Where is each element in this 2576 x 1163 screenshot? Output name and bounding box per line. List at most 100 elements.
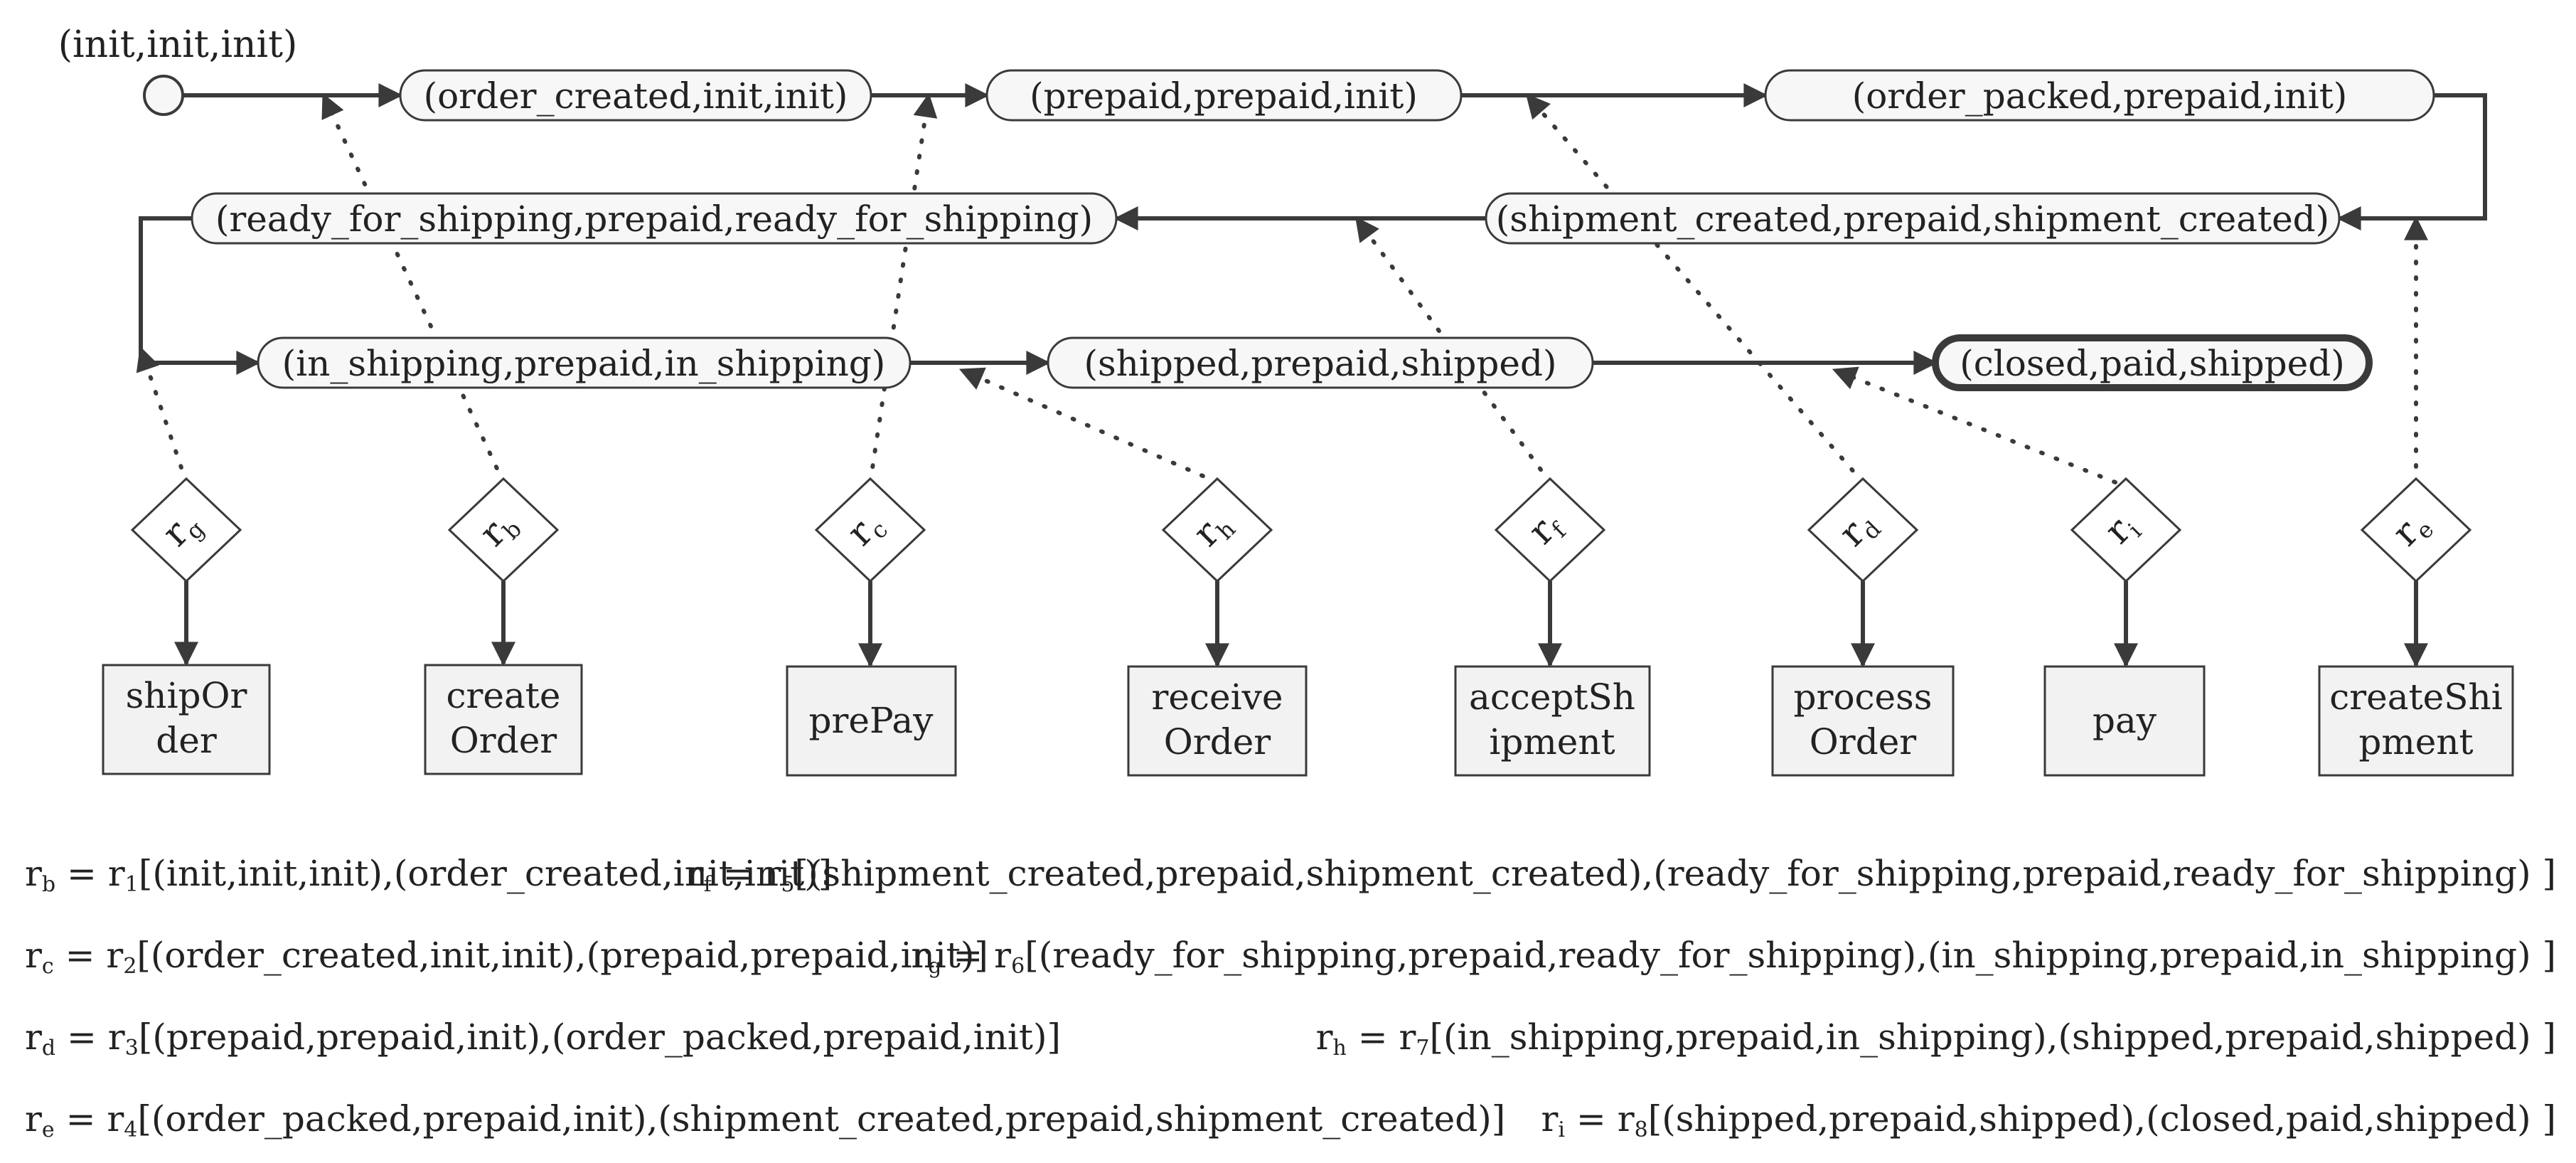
state-in-shipping-label: (in_shipping,prepaid,in_shipping): [282, 343, 886, 384]
definition-equals: = r: [55, 853, 125, 894]
rule-links: [136, 92, 2428, 484]
rule-definitions: rb = r1[(init,init,init),(order_created,…: [25, 853, 2556, 1142]
definition-lhs-subscript: b: [42, 872, 55, 897]
definition-lhs-subscript: f: [704, 872, 713, 897]
rule-diamond-b: rb: [447, 477, 560, 583]
rule-definition-f: rf = r5[(shipment_created,prepaid,shipme…: [687, 853, 2556, 897]
state-shipment-created: (shipment_created,prepaid,shipment_creat…: [1485, 192, 2341, 245]
definition-body: [(ready_for_shipping,prepaid,ready_for_s…: [1025, 935, 2556, 976]
definition-lhs-subscript: c: [42, 954, 54, 979]
definition-equals: = r: [1347, 1016, 1416, 1058]
definition-body: [(prepaid,prepaid,init),(order_packed,pr…: [139, 1016, 1061, 1058]
rule-definition-d: rd = r3[(prepaid,prepaid,init),(order_pa…: [25, 1016, 1061, 1061]
service-label-line: acceptSh: [1469, 676, 1635, 718]
rules-and-services: rg shipOr der rb create Order rc prePay: [102, 477, 2514, 777]
state-prepaid-label: (prepaid,prepaid,init): [1030, 75, 1418, 117]
definition-equals: = r: [55, 1098, 124, 1140]
service-label-line: der: [156, 720, 217, 761]
state-closed-label: (closed,paid,shipped): [1960, 343, 2344, 384]
rule-definition-h: rh = r7[(in_shipping,prepaid,in_shipping…: [1316, 1016, 2556, 1061]
service-pay: pay: [2043, 665, 2206, 777]
service-acceptshipment: acceptSh ipment: [1454, 665, 1651, 777]
service-label-line: pay: [2093, 700, 2157, 741]
definition-body: [(init,init,init),(order_created,init,in…: [139, 853, 832, 894]
definition-lhs-subscript: e: [42, 1117, 55, 1142]
service-label-line: ipment: [1489, 721, 1615, 763]
service-processorder: process Order: [1771, 665, 1955, 777]
definition-lhs-subscript: i: [1558, 1117, 1565, 1142]
definition-lhs-subscript: g: [928, 954, 941, 979]
definition-rule-index: 4: [124, 1117, 137, 1142]
service-label-line: Order: [1164, 721, 1271, 763]
rule-link-h: [958, 367, 1219, 484]
definition-lhs: r: [1541, 1098, 1559, 1140]
definition-rule-index: 2: [123, 954, 137, 979]
service-prepay: prePay: [786, 665, 957, 777]
rule-definition-c: rc = r2[(order_created,init,init),(prepa…: [25, 935, 988, 979]
rule-link-c: [868, 92, 938, 484]
transition-ready-to-in-shipping: [139, 216, 261, 375]
state-in-shipping: (in_shipping,prepaid,in_shipping): [257, 336, 912, 389]
service-label-line: create: [447, 675, 561, 716]
definition-lhs: r: [25, 853, 42, 894]
state-order-created-label: (order_created,init,init): [424, 75, 848, 117]
definition-rule-index: 7: [1416, 1036, 1429, 1061]
transition-arrows: [139, 83, 2487, 375]
service-label-line: prePay: [809, 700, 934, 741]
rule-definition-g: rg = r6[(ready_for_shipping,prepaid,read…: [911, 935, 2556, 979]
rule-link-g: [136, 346, 188, 484]
service-label-line: Order: [450, 720, 557, 761]
state-closed-final: (closed,paid,shipped): [1932, 334, 2373, 391]
definition-rule-index: 1: [125, 872, 139, 897]
rule-diamond-c: rc: [814, 477, 926, 583]
definition-lhs: r: [911, 935, 928, 976]
state-nodes: (order_created,init,init) (prepaid,prepa…: [191, 69, 2435, 391]
rule-diamond-g: rg: [130, 477, 242, 583]
rule-diamond-i: ri: [2070, 477, 2182, 583]
service-label-line: shipOr: [126, 675, 247, 716]
service-shiporder: shipOr der: [102, 664, 271, 775]
definition-body: [(shipped,prepaid,shipped),(closed,paid,…: [1648, 1098, 2556, 1140]
definition-equals: = r: [942, 935, 1012, 976]
state-order-created: (order_created,init,init): [399, 69, 872, 122]
definition-lhs: r: [687, 853, 704, 894]
service-label-line: receive: [1152, 676, 1283, 718]
rule-link-d: [1525, 93, 1865, 484]
definition-body: [(in_shipping,prepaid,in_shipping),(ship…: [1430, 1016, 2556, 1058]
definition-lhs-subscript: h: [1333, 1036, 1347, 1061]
initial-state-label: (init,init,init): [58, 23, 298, 66]
state-order-packed: (order_packed,prepaid,init): [1764, 69, 2435, 122]
service-receiveorder: receive Order: [1127, 665, 1308, 777]
rule-diamond-d: rd: [1807, 477, 1919, 583]
definition-body: [(order_packed,prepaid,init),(shipment_c…: [137, 1098, 1505, 1140]
service-label-line: createShi: [2329, 676, 2502, 718]
definition-lhs: r: [25, 1098, 42, 1140]
state-order-packed-label: (order_packed,prepaid,init): [1852, 75, 2348, 117]
rule-definition-e: re = r4[(order_packed,prepaid,init),(shi…: [25, 1098, 1505, 1142]
definition-rule-index: 8: [1635, 1117, 1648, 1142]
rule-diamond-f: rf: [1494, 477, 1606, 583]
definition-rule-index: 3: [125, 1036, 139, 1061]
definition-rule-index: 6: [1011, 954, 1025, 979]
service-label-line: pment: [2358, 721, 2473, 763]
rule-definition-i: ri = r8[(shipped,prepaid,shipped),(close…: [1541, 1098, 2556, 1142]
state-prepaid: (prepaid,prepaid,init): [985, 69, 1463, 122]
rule-link-i: [1832, 366, 2117, 484]
definition-equals: = r: [55, 1016, 125, 1058]
definition-body: [(shipment_created,prepaid,shipment_crea…: [794, 853, 2556, 894]
rule-definition-b: rb = r1[(init,init,init),(order_created,…: [25, 853, 832, 897]
state-shipped: (shipped,prepaid,shipped): [1047, 336, 1594, 389]
service-createorder: create Order: [424, 664, 583, 775]
rule-diamond-e: re: [2360, 477, 2472, 583]
definition-rule-index: 5: [781, 872, 794, 897]
definition-equals: = r: [712, 853, 781, 894]
definition-lhs-subscript: d: [42, 1036, 55, 1061]
rule-diamond-h: rh: [1161, 477, 1273, 583]
rule-link-b: [321, 92, 506, 484]
definition-equals: = r: [1565, 1098, 1635, 1140]
service-createshipment: createShi pment: [2318, 665, 2514, 777]
service-label-line: Order: [1810, 721, 1916, 763]
definition-lhs: r: [25, 935, 42, 976]
definition-equals: = r: [54, 935, 124, 976]
